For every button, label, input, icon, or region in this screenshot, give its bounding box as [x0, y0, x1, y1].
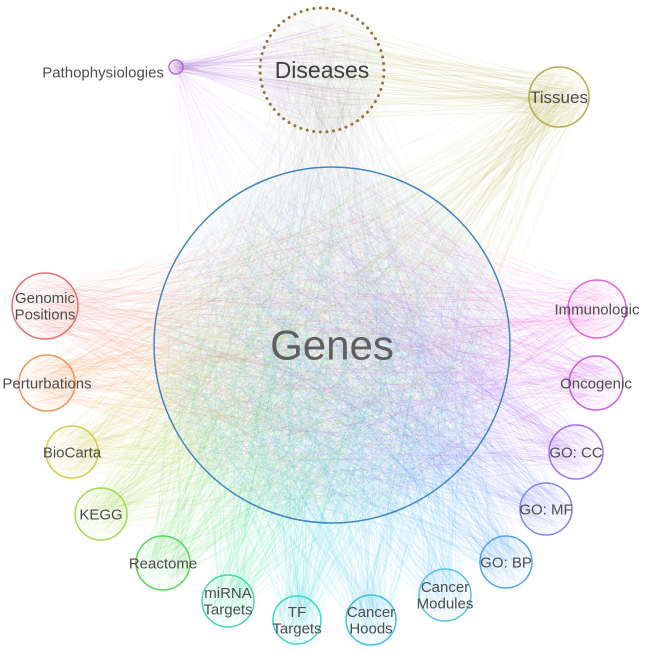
node-immunologic[interactable] [567, 279, 627, 339]
label-tissues: Tissues [530, 88, 588, 107]
label-kegg: KEGG [79, 506, 122, 523]
node-cancer-modules[interactable] [418, 568, 472, 622]
node-go-cc[interactable] [548, 424, 604, 480]
nodes [11, 6, 627, 646]
label-go-bp: GO: BP [480, 554, 532, 571]
label-reactome: Reactome [129, 555, 197, 572]
node-oncogenic[interactable] [568, 355, 624, 411]
node-genomic-positions[interactable] [11, 272, 79, 340]
label-go-cc: GO: CC [549, 444, 603, 461]
label-oncogenic: Oncogenic [560, 375, 632, 392]
node-cancer-hoods[interactable] [345, 594, 397, 646]
node-kegg[interactable] [74, 487, 128, 541]
node-genes[interactable] [153, 166, 511, 524]
node-pathophysiologies[interactable] [168, 59, 184, 75]
label-genes: Genes [270, 322, 394, 369]
node-reactome[interactable] [135, 535, 191, 591]
label-go-mf: GO: MF [519, 501, 572, 518]
label-perturbations: Perturbations [2, 375, 91, 392]
node-perturbations[interactable] [18, 354, 76, 412]
node-diseases[interactable] [258, 6, 386, 134]
label-immunologic: Immunologic [554, 301, 640, 318]
node-go-mf[interactable] [519, 482, 573, 536]
node-biocarta[interactable] [45, 425, 99, 479]
node-tf-targets[interactable] [272, 595, 322, 645]
label-diseases: Diseases [275, 57, 370, 83]
label-pathophysiologies: Pathophysiologies [42, 64, 164, 81]
label-biocarta: BioCarta [43, 444, 102, 461]
node-mirna-targets[interactable] [201, 574, 255, 628]
node-tissues[interactable] [528, 66, 590, 128]
node-go-bp[interactable] [479, 535, 533, 589]
node-labels: Genes Diseases PathophysiologiesTissuesGen… [2, 57, 640, 638]
